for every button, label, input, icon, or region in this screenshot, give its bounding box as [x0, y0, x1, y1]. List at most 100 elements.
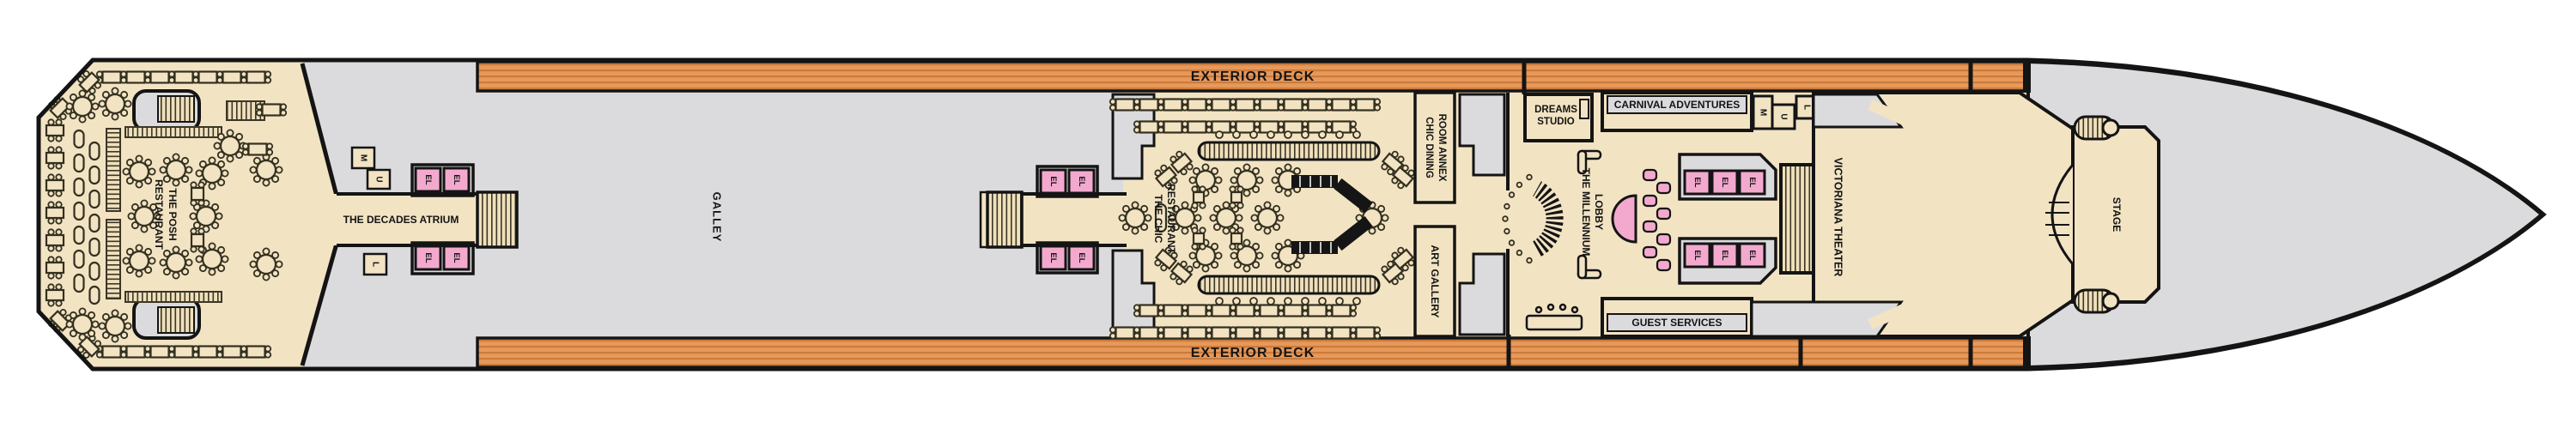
dining-table-rect [1154, 164, 1178, 190]
dining-table-rect [1170, 150, 1194, 176]
decades-atrium-label: THE DECADES ATRIUM [343, 214, 459, 226]
dining-table-rect [1349, 326, 1382, 340]
dining-table-round [1250, 201, 1285, 235]
dining-table-rect [45, 146, 65, 170]
atrium-stairs [476, 190, 519, 249]
dining-table-rect [1154, 246, 1178, 272]
chair [1318, 130, 1327, 139]
elevator-el: EL [1738, 242, 1766, 269]
dining-table-rect [1301, 326, 1334, 340]
service-wing [1111, 93, 1156, 180]
midship-stairs [986, 190, 1024, 249]
bar-stool [1656, 181, 1672, 195]
lobby-bench [1525, 149, 1602, 331]
exterior-deck-bottom-label: EXTERIOR DECK [1191, 346, 1315, 360]
dining-table-rect [1191, 185, 1206, 209]
elevator-el-label: EL [423, 252, 433, 263]
elevator-el: EL [414, 166, 442, 193]
dining-table-rect [45, 256, 65, 280]
railing-post [1502, 215, 1509, 222]
guest-services [1601, 297, 1753, 338]
art-gallery-label: ART GALLERY [1429, 245, 1441, 318]
elevator-el-label: EL [1720, 177, 1729, 187]
deck-end-wall [2023, 58, 2031, 93]
chair [1352, 130, 1361, 139]
booth-seat [88, 261, 100, 281]
dining-table-rect [240, 345, 272, 359]
elevator-el-label: EL [423, 174, 433, 184]
dreams-studio-label-line2: STUDIO [1537, 117, 1575, 127]
dining-table-round [1118, 201, 1152, 235]
dining-table-round [98, 87, 132, 121]
dining-table-round [159, 153, 193, 187]
railing-post [1508, 191, 1516, 198]
elevator-el-label: EL [1048, 176, 1058, 186]
booth-seat [73, 273, 85, 293]
ship-hull-outline [36, 57, 2547, 372]
stairwell-u: U [366, 168, 392, 190]
dining-table-rect [1349, 98, 1382, 112]
railing-post [1526, 257, 1533, 264]
stage-steps [2045, 202, 2069, 236]
chair [1232, 297, 1241, 305]
stage [2045, 115, 2160, 314]
booth-seat [73, 225, 85, 245]
chair [1284, 297, 1292, 305]
dining-table-round [159, 245, 193, 280]
chair [1232, 130, 1241, 139]
stage-apron [2050, 164, 2075, 265]
bar-stool [1642, 194, 1658, 208]
booth-seat [88, 189, 100, 209]
dining-table-rect [45, 173, 65, 197]
dreams-studio-label-line1: DREAMS [1534, 105, 1577, 115]
dining-table-rect [240, 70, 272, 84]
chair [1267, 130, 1275, 139]
chic-restaurant-area [1109, 93, 1506, 340]
dining-table-rect [1381, 260, 1405, 286]
booth-seat [88, 285, 100, 305]
posh-restaurant-tables [45, 70, 288, 359]
victoriana-theater [1750, 91, 2075, 338]
deck-wall-ticks [1506, 58, 1973, 371]
stairwell-m: M [350, 146, 376, 170]
elevator-el: EL [442, 166, 471, 193]
dining-table-round [127, 199, 161, 233]
chair [1318, 297, 1327, 305]
buffet-counter [1197, 141, 1381, 161]
dining-table-rect [1391, 246, 1415, 272]
chair [1267, 297, 1275, 305]
chair [1335, 297, 1344, 305]
posh-restaurant-label-line1: THE POSH [167, 188, 179, 240]
art-gallery [1413, 225, 1456, 338]
buffet-counter [1197, 275, 1381, 295]
bar-stools [1642, 168, 1672, 272]
dining-table-round [249, 247, 283, 281]
theater-corridor [1812, 93, 1904, 129]
atrium-walls [300, 63, 339, 366]
spiral-staircase [2073, 115, 2120, 314]
chic-restaurant-label-line2: RESTAURANT [1165, 184, 1177, 254]
elevator-el-label: EL [452, 174, 461, 184]
elevator-el-label: EL [452, 252, 461, 263]
dining-table-round [189, 199, 223, 233]
stairwell-l: L [362, 252, 388, 276]
service-wing [1458, 93, 1506, 177]
galley-label: GALLEY [711, 192, 724, 243]
stage-label: STAGE [2111, 197, 2123, 232]
buffet-counter [125, 291, 222, 303]
dining-table-round [65, 89, 100, 124]
midship-elevator-lobby [979, 165, 1127, 275]
stairwell-l-label: L [370, 262, 380, 267]
booth-seat [88, 165, 100, 185]
posh-restaurant-label-line2: RESTAURANT [153, 179, 165, 250]
guest-services-label: GUEST SERVICES [1631, 317, 1722, 329]
elevator-el: EL [1738, 169, 1766, 196]
chair [1335, 130, 1344, 139]
stairwell-u-label: U [374, 176, 383, 182]
elevator-el-label: EL [1077, 176, 1086, 186]
dining-table-rect [1170, 260, 1194, 286]
millennium-lobby-label-line1: THE MILLENNIUM [1580, 168, 1592, 257]
bar-stool [1642, 168, 1658, 182]
booth-seat [88, 213, 100, 233]
railing-post [1504, 227, 1510, 235]
